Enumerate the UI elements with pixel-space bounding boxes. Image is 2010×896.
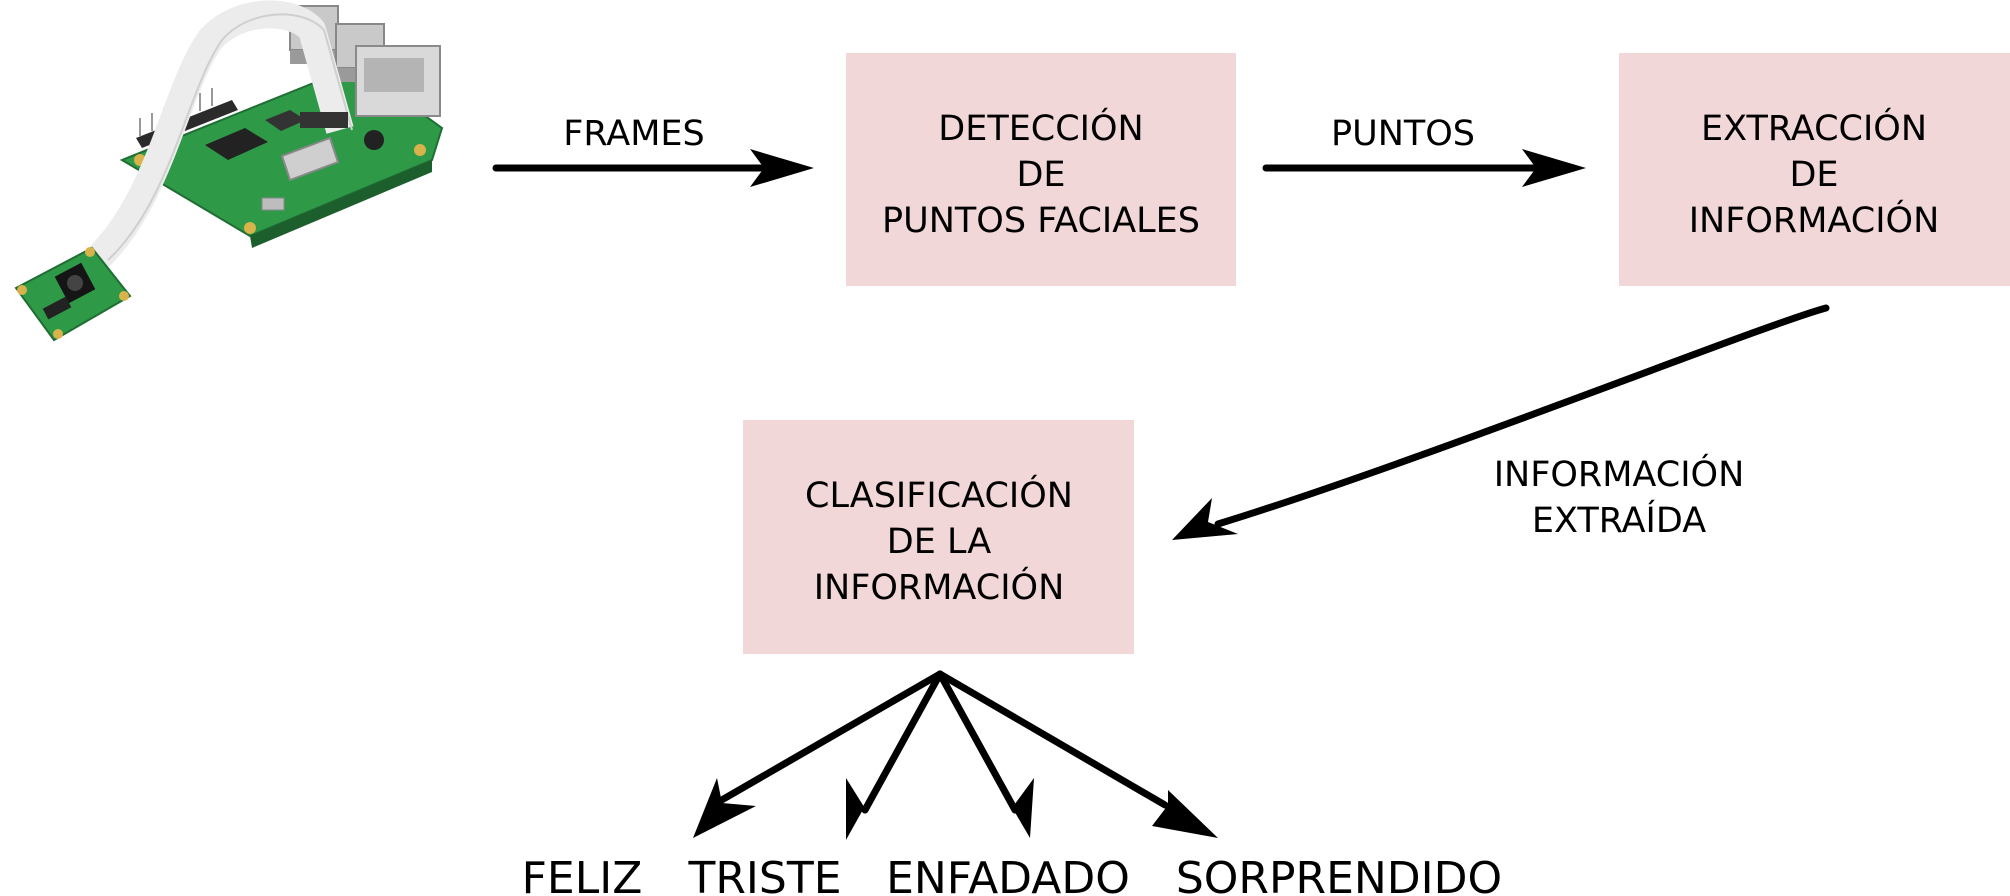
output-arrows	[693, 670, 1218, 840]
output-labels: FELIZ TRISTE ENFADADO SORPRENDIDO	[522, 853, 1503, 896]
hdmi-port	[280, 136, 340, 182]
output-sorprendido: SORPRENDIDO	[1176, 853, 1502, 896]
edge-frames: FRAMES	[492, 114, 814, 187]
node-deteccion-puntos-faciales: DETECCIÓN DE PUNTOS FACIALES	[846, 53, 1236, 286]
node-deteccion-line-2: DE	[1016, 155, 1065, 195]
edge-informacion-extraida-arrow	[1214, 304, 1830, 528]
node-deteccion-line-3: PUNTOS FACIALES	[882, 201, 1200, 241]
output-arrowhead-enfadado	[996, 778, 1034, 838]
node-extraccion-line-3: INFORMACIÓN	[1689, 199, 1940, 241]
edge-informacion-extraida-label-2: EXTRAÍDA	[1532, 499, 1706, 541]
node-clasificacion-line-1: CLASIFICACIÓN	[805, 474, 1073, 516]
edge-informacion-extraida-label-1: INFORMACIÓN	[1494, 453, 1745, 495]
output-arrowhead-sorprendido	[1152, 790, 1218, 838]
camera-module	[14, 246, 132, 342]
camera-lens-icon	[67, 275, 83, 291]
node-clasificacion-line-2: DE LA	[887, 522, 991, 562]
edge-puntos-label: PUNTOS	[1331, 114, 1475, 154]
edge-puntos-arrowhead	[1522, 149, 1586, 187]
node-extraccion-line-1: EXTRACCIÓN	[1701, 107, 1927, 149]
edge-puntos: PUNTOS	[1262, 114, 1586, 187]
output-enfadado: ENFADADO	[886, 853, 1130, 896]
output-arrowhead-triste	[846, 772, 884, 840]
output-arrowhead-feliz	[693, 778, 756, 838]
node-clasificacion-box	[743, 420, 1134, 654]
edge-frames-arrowhead	[750, 149, 814, 187]
edge-informacion-extraida-arrowhead	[1172, 498, 1238, 540]
node-clasificacion-line-3: INFORMACIÓN	[814, 566, 1065, 608]
output-feliz: FELIZ	[522, 853, 643, 896]
node-extraccion-box	[1619, 53, 2010, 286]
edge-informacion-extraida: INFORMACIÓN EXTRAÍDA	[1172, 304, 1830, 541]
node-clasificacion-informacion: CLASIFICACIÓN DE LA INFORMACIÓN	[743, 420, 1134, 654]
ribbon-cable	[86, 0, 354, 271]
node-extraccion-informacion: EXTRACCIÓN DE INFORMACIÓN	[1619, 53, 2010, 286]
node-deteccion-box	[846, 53, 1236, 286]
raspberry-pi-camera-image	[14, 0, 444, 342]
edge-frames-label: FRAMES	[563, 114, 705, 154]
node-deteccion-line-1: DETECCIÓN	[938, 107, 1144, 149]
node-extraccion-line-2: DE	[1789, 155, 1838, 195]
output-triste: TRISTE	[687, 853, 841, 896]
